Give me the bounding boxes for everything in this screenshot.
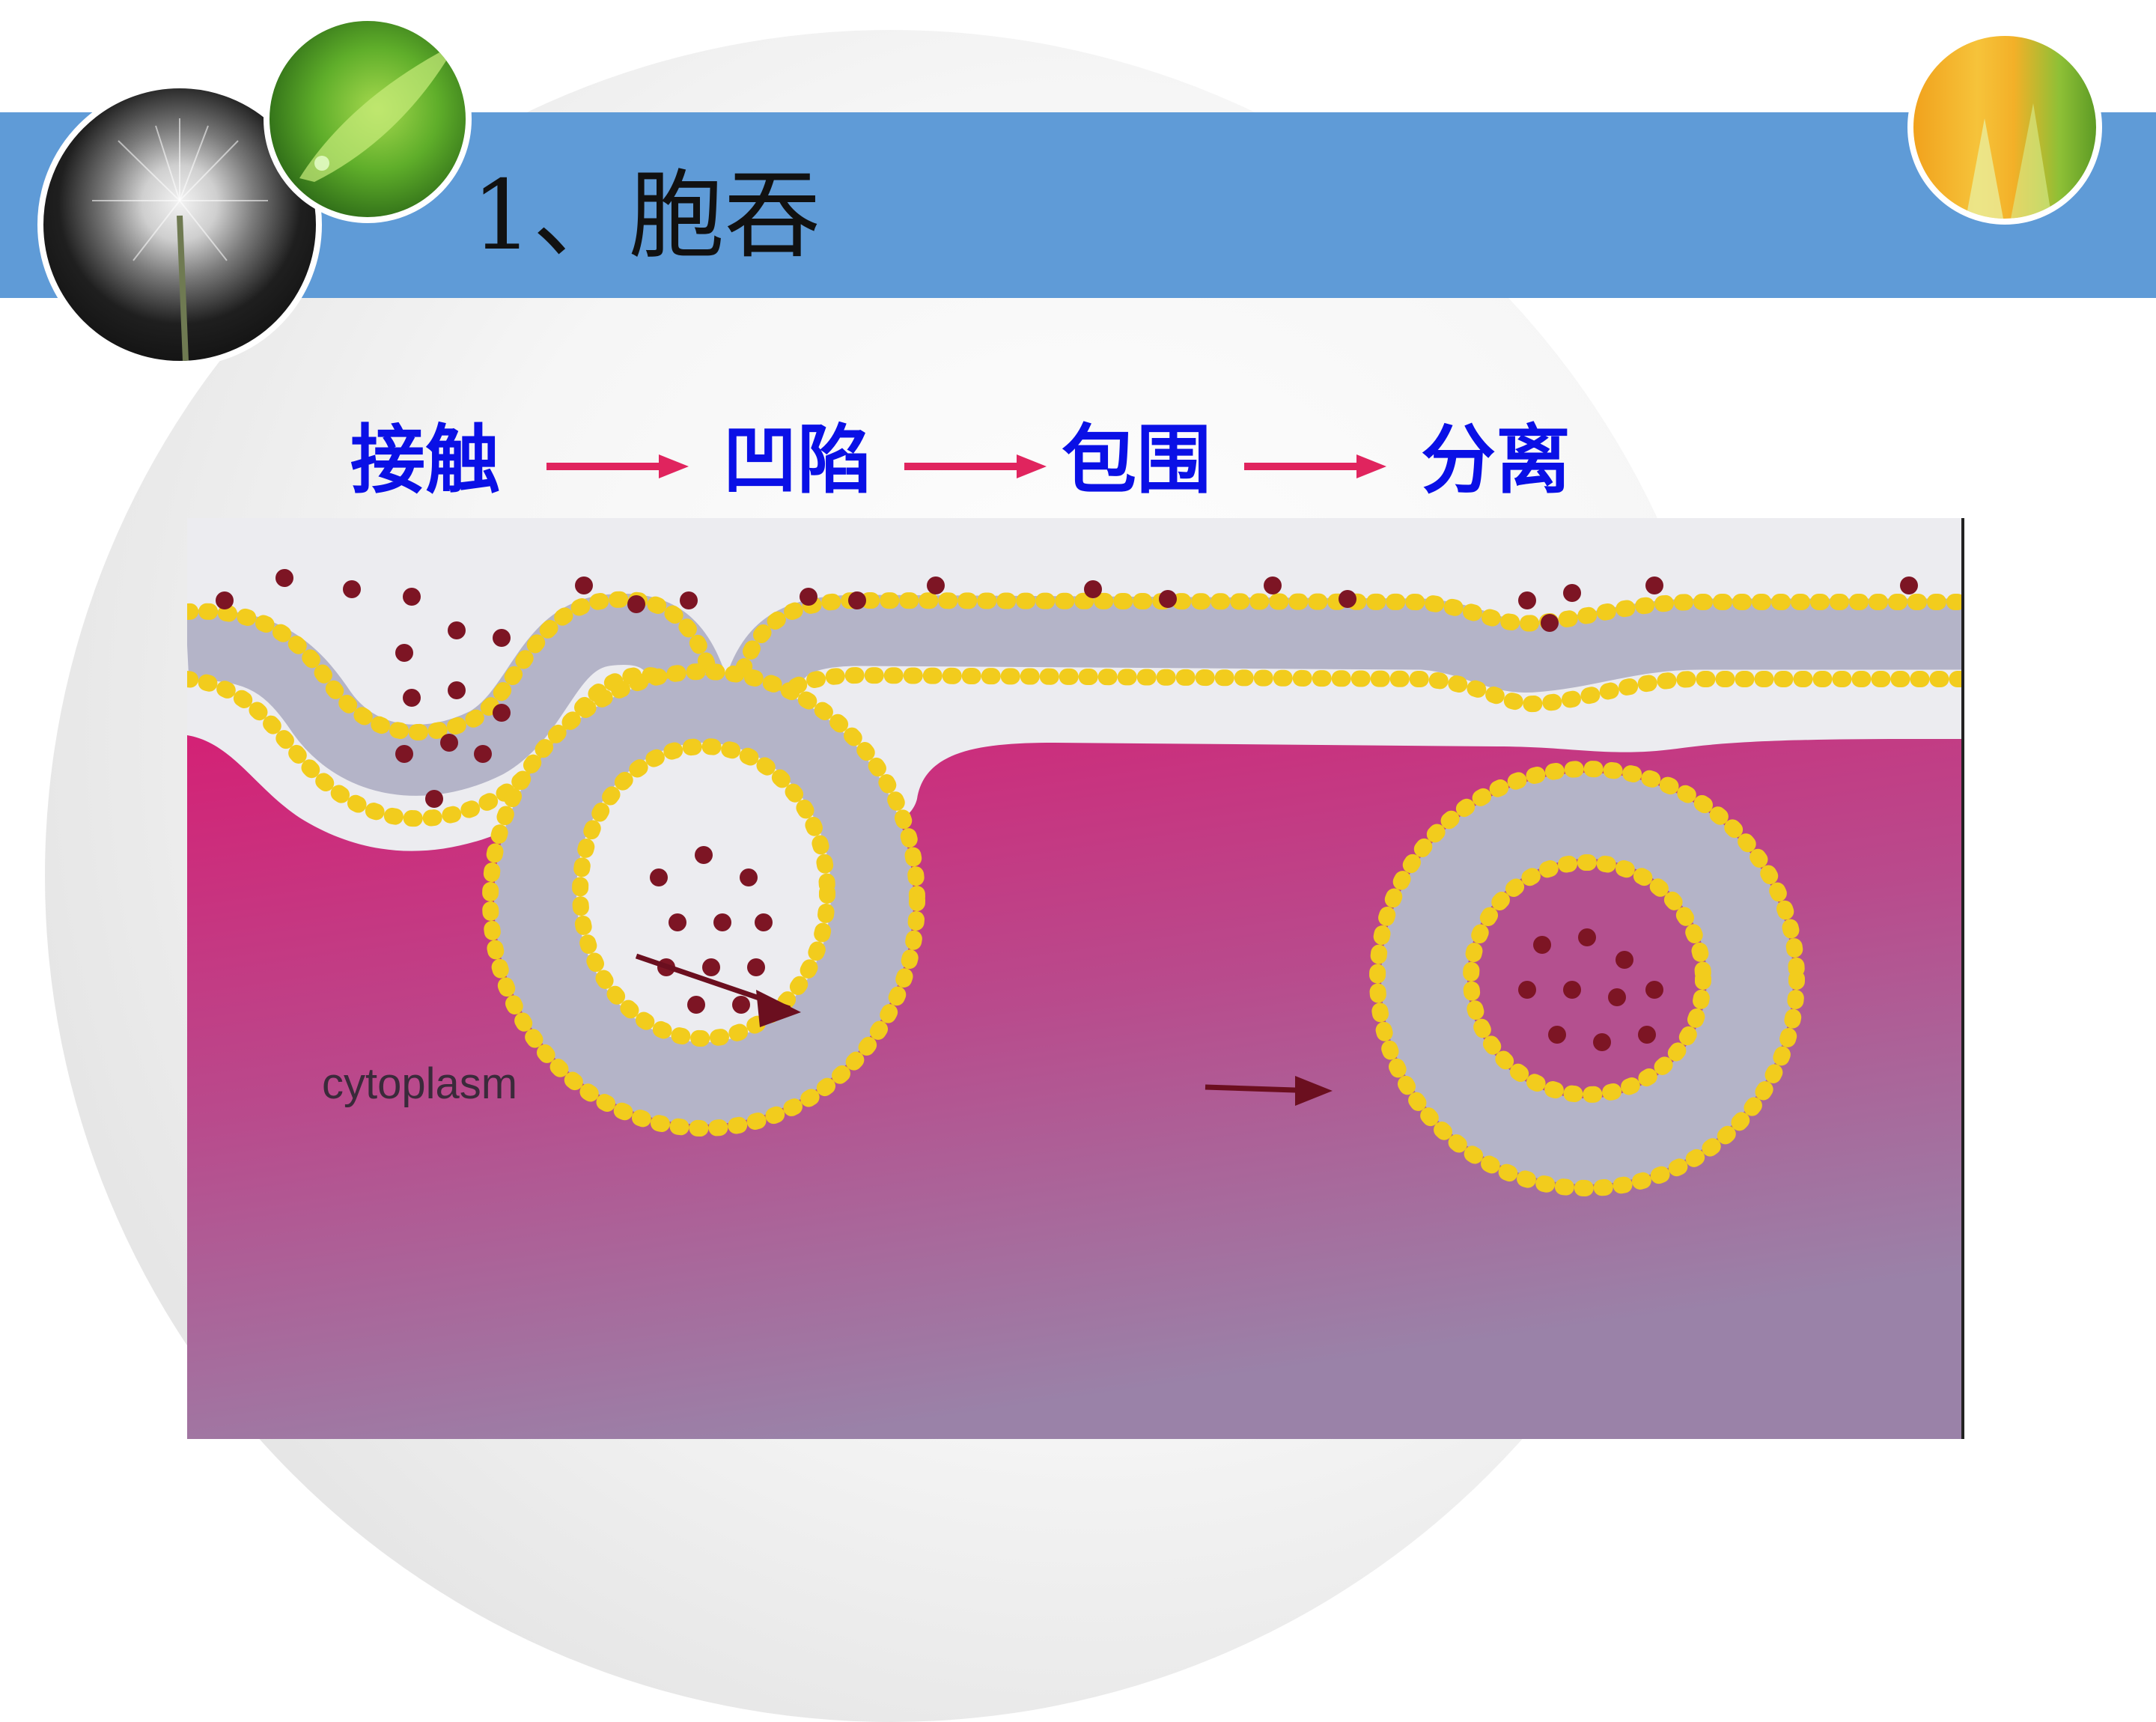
separated-vesicle xyxy=(1369,761,1805,1196)
cargo-particles xyxy=(216,569,1918,1051)
step-arrow-3 xyxy=(1244,454,1386,478)
step-contact: 接触 xyxy=(350,416,500,504)
cytoplasm-label: cytoplasm xyxy=(322,1059,517,1108)
budding-vesicle xyxy=(482,663,925,1137)
tulip-image xyxy=(1907,30,2102,225)
step-arrow-1 xyxy=(546,454,689,478)
step-arrow-2 xyxy=(904,454,1047,478)
slide-title: 1、胞吞 xyxy=(472,160,820,272)
step-invaginate: 凹陷 xyxy=(722,416,872,504)
step-enclose: 包围 xyxy=(1062,416,1211,504)
dandelion-image xyxy=(37,82,322,367)
endocytosis-svg: cytoplasm xyxy=(179,518,1970,1439)
endocytosis-diagram: cytoplasm xyxy=(179,518,1970,1439)
step-separate: 分离 xyxy=(1421,416,1571,504)
leaf-image xyxy=(264,15,472,223)
process-arrows xyxy=(635,953,1333,1106)
process-steps: 接触 凹陷 包围 分离 xyxy=(0,423,2156,528)
